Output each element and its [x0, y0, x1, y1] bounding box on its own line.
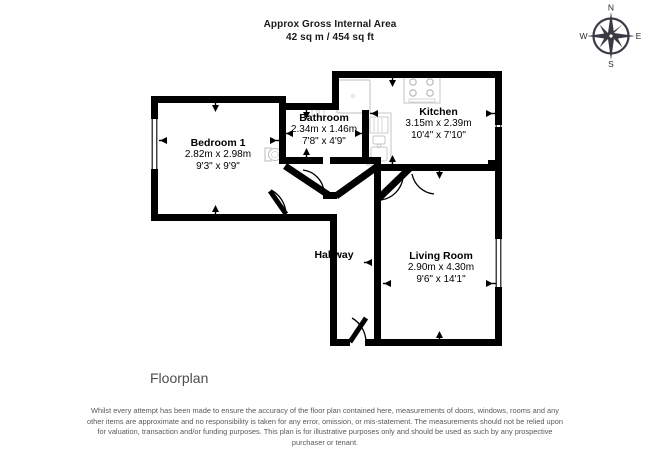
- room-metric-living-room: 2.90m x 4.30m: [407, 262, 475, 273]
- wall-living-top: [374, 164, 502, 171]
- dimension-arrow-bathroom-horizontal: [285, 130, 365, 137]
- wall-living-right-upper: [495, 164, 502, 240]
- compass-label-east: E: [636, 31, 642, 41]
- room-name-bedroom-1: Bedroom 1: [190, 137, 246, 149]
- wall-bedroom-bathroom-partition: [279, 96, 286, 164]
- room-imperial-living-room: 9'6" x 14'1": [416, 274, 466, 285]
- door-leaf-group: [267, 189, 369, 344]
- shower-tray-fixture: [336, 79, 371, 114]
- room-name-hallway: Hallway: [314, 249, 354, 261]
- room-name-kitchen: Kitchen: [419, 106, 458, 118]
- wall-bathroom-bottom-left: [279, 157, 323, 164]
- door-swing-living-room: [380, 177, 404, 201]
- toilet-fixture: [264, 147, 282, 162]
- room-metric-bedroom-1: 2.82m x 2.98m: [184, 149, 252, 160]
- wall-bathroom-right-upper: [332, 71, 339, 110]
- compass-label-north: N: [608, 3, 614, 13]
- room-name-bathroom: Bathroom: [299, 112, 349, 124]
- room-metric-bathroom: 2.34m x 1.46m: [290, 124, 358, 135]
- floorplan-caption: Floorplan: [150, 370, 209, 386]
- wall-bathroom-kitchen-partition: [362, 110, 369, 164]
- wall-bathroom-top-left: [279, 103, 339, 110]
- compass-rose: N E S W: [579, 3, 642, 69]
- room-imperial-bathroom: 7'8" x 4'9": [302, 136, 346, 147]
- area-line-1: Approx Gross Internal Area: [263, 19, 397, 30]
- dimension-arrow-hallway: [364, 259, 372, 266]
- dimension-arrow-bedroom-horizontal: [159, 137, 280, 144]
- dimension-arrow-bedroom-vertical: [212, 103, 219, 215]
- room-label-living-room: Living Room 2.90m x 4.30m 9'6" x 14'1": [382, 250, 500, 286]
- dimension-arrow-kitchen-horizontal: [370, 110, 496, 117]
- wall-kitchen-top-left: [332, 71, 393, 78]
- wall-kitchen-bottom-right-step: [488, 160, 502, 167]
- wall-kitchen-top: [386, 71, 502, 78]
- compass-star-icon: [587, 12, 635, 60]
- dimension-arrow-bathroom-vertical: [303, 110, 310, 158]
- wall-kitchen-right-lower: [495, 126, 502, 164]
- room-metric-kitchen: 3.15m x 2.39m: [405, 118, 472, 129]
- door-swing-bathroom: [302, 169, 325, 193]
- dimension-arrow-living-vertical: [436, 170, 443, 341]
- door-swing-kitchen: [411, 173, 435, 195]
- wall-bedroom-left-lower: [151, 168, 158, 221]
- wall-hallway-right-upper: [374, 164, 381, 204]
- wall-angled-bedroom-door-left: [283, 163, 332, 199]
- room-name-living-room: Living Room: [409, 250, 473, 262]
- window-bedroom-left: [151, 119, 158, 169]
- wall-hallway-left: [330, 214, 337, 346]
- wall-kitchen-right-upper: [495, 71, 502, 126]
- dimension-arrow-kitchen-vertical: [389, 78, 396, 165]
- room-label-hallway: Hallway: [306, 249, 362, 261]
- wall-angled-hallway-top-right: [333, 163, 381, 199]
- window-kitchen-right: [495, 124, 502, 127]
- room-label-bathroom: Bathroom 2.34m x 1.46m 7'8" x 4'9": [268, 112, 380, 148]
- room-label-bedroom-1: Bedroom 1 2.82m x 2.98m 9'3" x 9'9": [158, 137, 278, 173]
- room-label-kitchen: Kitchen 3.15m x 2.39m 10'4" x 7'10": [381, 106, 496, 142]
- windows-group: [151, 119, 502, 287]
- walls-group: [151, 71, 502, 346]
- window-living-room-right: [495, 239, 502, 287]
- disclaimer-text: Whilst every attempt has been made to en…: [87, 406, 563, 447]
- door-leaf-entrance: [347, 316, 369, 344]
- dimension-arrow-living-horizontal: [383, 280, 496, 287]
- dimension-arrows-group: [159, 78, 496, 341]
- wall-hallway-bottom-left: [330, 339, 350, 346]
- angled-walls-group: [283, 163, 413, 202]
- wall-bathroom-bottom-right: [330, 157, 369, 164]
- room-imperial-bedroom-1: 9'3" x 9'9": [196, 161, 240, 172]
- wall-hallway-bottom-right: [365, 339, 500, 346]
- compass-label-west: W: [579, 31, 587, 41]
- room-imperial-kitchen: 10'4" x 7'10": [411, 130, 466, 141]
- wall-angled-living-door: [375, 165, 413, 202]
- area-line-2: 42 sq m / 454 sq ft: [285, 32, 375, 43]
- floorplan-drawing: [151, 71, 502, 346]
- compass-label-south: S: [608, 59, 614, 69]
- door-leaf-bedroom: [267, 189, 289, 216]
- wall-bedroom-top: [151, 96, 286, 103]
- wall-junction-stub-top: [369, 157, 381, 164]
- wall-living-right-lower: [495, 286, 502, 346]
- gross-internal-area-header: Approx Gross Internal Area 42 sq m / 454…: [215, 18, 445, 44]
- wall-hallway-right: [374, 196, 381, 346]
- wall-bedroom-left-upper: [151, 96, 158, 120]
- wall-bedroom-bottom: [151, 214, 337, 221]
